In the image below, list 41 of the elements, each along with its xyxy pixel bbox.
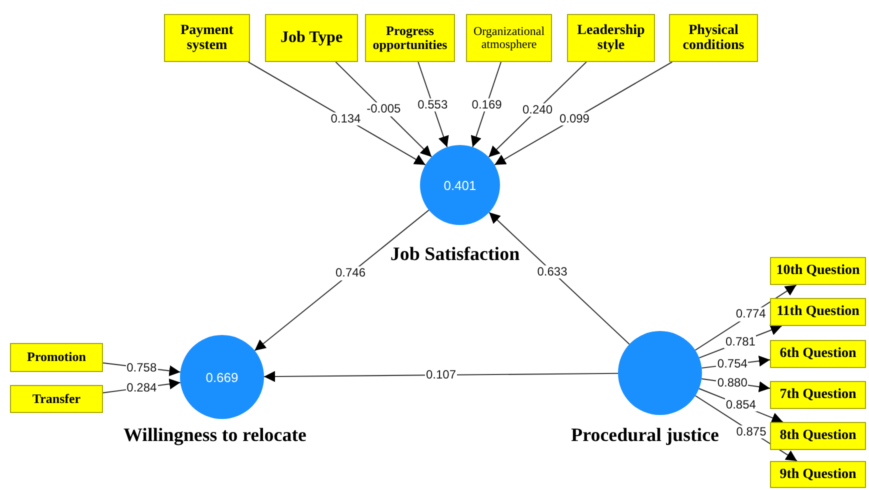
- edge-label: 0.875: [735, 425, 768, 438]
- edge-label: 0.240: [521, 102, 554, 116]
- edge-label: 0.758: [126, 360, 158, 374]
- edge-label: 0.553: [416, 98, 449, 112]
- edge-label: 0.854: [724, 398, 757, 412]
- edge-label: 0.774: [734, 308, 767, 321]
- construct-label: Procedural justice: [571, 425, 719, 447]
- edge-label: 0.169: [470, 98, 503, 112]
- indicator-box: 7th Question: [770, 381, 866, 409]
- edge-label: 0.284: [126, 381, 158, 394]
- indicator-box: Transfer: [10, 385, 103, 413]
- arrow: [488, 212, 630, 345]
- edge-label: 0.754: [716, 358, 748, 371]
- indicator-box: Physical conditions: [669, 14, 758, 62]
- edge-label: 0.099: [558, 112, 590, 126]
- indicator-box: 6th Question: [770, 340, 866, 368]
- arrow: [254, 210, 430, 352]
- indicator-box: 11th Question: [770, 298, 866, 326]
- edge-label: 0.781: [724, 335, 756, 349]
- indicator-box: 8th Question: [770, 422, 866, 450]
- indicator-box: Promotion: [10, 343, 103, 372]
- indicator-box: Payment system: [164, 14, 250, 62]
- edge-label: 0.633: [536, 265, 568, 278]
- construct-circle: 0.669: [180, 335, 264, 419]
- arrow: [494, 62, 672, 166]
- indicator-box: Progress opportunities: [365, 14, 455, 62]
- edge-label: -0.005: [366, 102, 402, 116]
- indicator-box: 9th Question: [770, 461, 866, 488]
- construct-label: Willingness to relocate: [124, 425, 306, 447]
- edge-label: 0.107: [424, 368, 458, 382]
- indicator-box: Leadership style: [567, 14, 655, 62]
- indicator-box: Organizational atmosphere: [466, 14, 552, 62]
- edge-label: 0.134: [330, 112, 362, 126]
- edge-label: 0.746: [334, 266, 366, 280]
- edge-label: 0.880: [716, 376, 748, 390]
- arrow: [248, 62, 426, 166]
- construct-circle: 0.401: [420, 145, 500, 225]
- indicator-box: 10th Question: [770, 257, 866, 285]
- arrow: [264, 371, 618, 382]
- indicator-box: Job Type: [265, 14, 358, 62]
- construct-label: Job Satisfaction: [390, 244, 520, 266]
